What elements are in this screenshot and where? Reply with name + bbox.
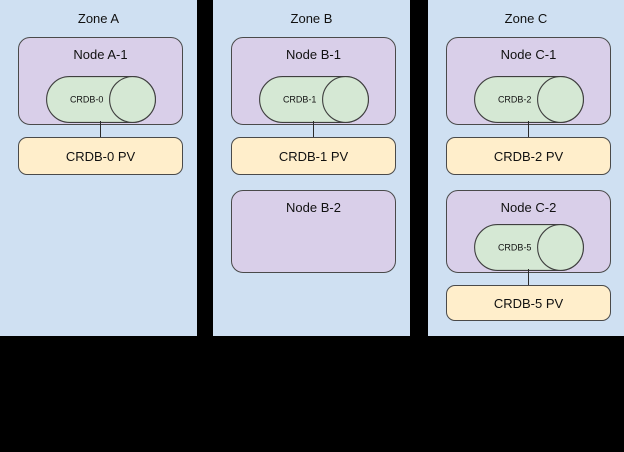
pv-crdb-1[interactable]: CRDB-1 PV bbox=[231, 137, 396, 175]
connector-node-c-1-to-crdb-2-pv bbox=[528, 121, 529, 139]
node-b-1[interactable]: Node B-1 CRDB-1 bbox=[231, 37, 396, 125]
zone-a: Zone A Node A-1 CRDB-0 CRDB-0 PV bbox=[0, 0, 197, 336]
database-cylinder-icon bbox=[46, 76, 156, 123]
pv-crdb-5[interactable]: CRDB-5 PV bbox=[446, 285, 611, 321]
database-crdb-1[interactable]: CRDB-1 bbox=[259, 76, 369, 123]
connector-node-b-1-to-crdb-1-pv bbox=[313, 121, 314, 139]
database-crdb-0[interactable]: CRDB-0 bbox=[46, 76, 156, 123]
pv-crdb-2[interactable]: CRDB-2 PV bbox=[446, 137, 611, 175]
database-crdb-2[interactable]: CRDB-2 bbox=[474, 76, 584, 123]
zone-c: Zone C Node C-1 CRDB-2 CRDB-2 PV Node C-… bbox=[428, 0, 624, 336]
pv-crdb-2-label: CRDB-2 PV bbox=[493, 148, 564, 164]
zone-b: Zone B Node B-1 CRDB-1 CRDB-1 PV Node B-… bbox=[213, 0, 410, 336]
pv-crdb-0-label: CRDB-0 PV bbox=[65, 148, 136, 164]
node-c-2-label: Node C-2 bbox=[500, 200, 557, 215]
zone-c-label: Zone C bbox=[504, 11, 548, 26]
node-b-2-label: Node B-2 bbox=[286, 200, 341, 215]
zone-b-label: Zone B bbox=[290, 11, 333, 26]
node-a-1-label: Node A-1 bbox=[73, 47, 128, 62]
database-cylinder-icon bbox=[474, 224, 584, 271]
zone-a-label: Zone A bbox=[77, 11, 120, 26]
database-cylinder-icon bbox=[259, 76, 369, 123]
connector-node-a-1-to-crdb-0-pv bbox=[100, 121, 101, 139]
node-c-1[interactable]: Node C-1 CRDB-2 bbox=[446, 37, 611, 125]
node-c-1-label: Node C-1 bbox=[500, 47, 557, 62]
node-b-1-label: Node B-1 bbox=[286, 47, 341, 62]
connector-node-c-2-to-crdb-5-pv bbox=[528, 269, 529, 287]
pv-crdb-0[interactable]: CRDB-0 PV bbox=[18, 137, 183, 175]
database-cylinder-icon bbox=[474, 76, 584, 123]
node-a-1[interactable]: Node A-1 CRDB-0 bbox=[18, 37, 183, 125]
pv-crdb-1-label: CRDB-1 PV bbox=[278, 148, 349, 164]
node-c-2[interactable]: Node C-2 CRDB-5 bbox=[446, 190, 611, 273]
node-b-2[interactable]: Node B-2 bbox=[231, 190, 396, 273]
database-crdb-5[interactable]: CRDB-5 bbox=[474, 224, 584, 271]
pv-crdb-5-label: CRDB-5 PV bbox=[493, 295, 564, 311]
